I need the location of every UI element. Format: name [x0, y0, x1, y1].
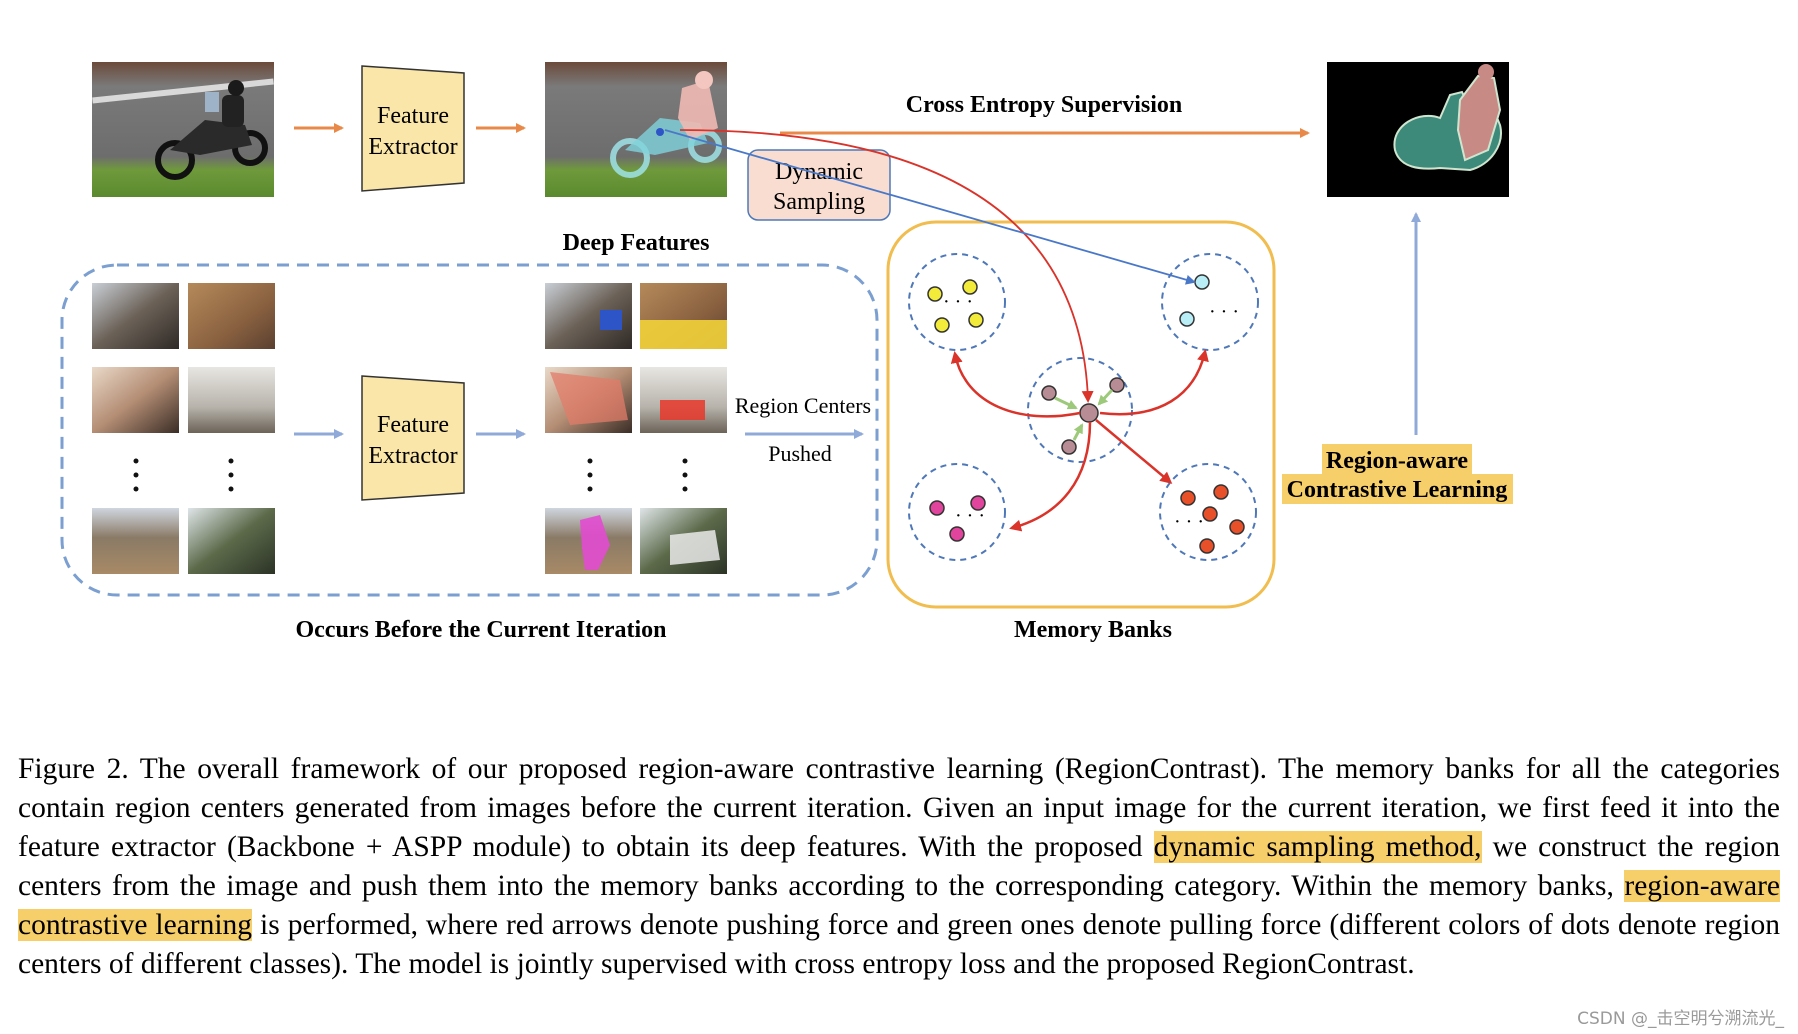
- watermark: CSDN @_击空明兮溯流光_: [1577, 1009, 1784, 1029]
- previous-iteration-region: [60, 263, 879, 597]
- cluster-magenta: [908, 463, 1006, 561]
- dynamic-label-line1: Dynamic: [775, 159, 863, 185]
- occurs-before-label: Occurs Before the Current Iteration: [295, 617, 666, 643]
- feature-extractor-top: Feature Extractor: [361, 65, 465, 192]
- cluster-red: [1159, 463, 1257, 561]
- caption-part-1: Figure 2. The overall framework of our p…: [18, 753, 1780, 863]
- memory-banks-label: Memory Banks: [1014, 617, 1172, 643]
- deep-features-label: Deep Features: [563, 230, 710, 256]
- framework-figure: Feature Extractor Deep Features Cross En…: [60, 62, 1513, 643]
- sampling-blue-arrow: [664, 129, 1196, 285]
- region-aware-line1: Region-aware: [1326, 448, 1469, 474]
- thumb-forest: [188, 508, 275, 574]
- caption-part-2: we construct the region centers from the…: [18, 831, 1780, 902]
- extractor2-label-line2: Extractor: [368, 443, 457, 469]
- input-image: [92, 62, 274, 197]
- caption-highlight-dynamic: dynamic sampling method,: [1153, 831, 1482, 863]
- region-centers-label: Region Centers: [735, 393, 871, 418]
- ellipsis-yellow: · · ·: [943, 291, 973, 313]
- extractor2-label-line1: Feature: [377, 412, 449, 438]
- feature-extractor-bottom: Feature Extractor: [361, 375, 465, 501]
- thumb-room: [92, 283, 179, 349]
- pushed-label: Pushed: [768, 441, 832, 466]
- segmented-images: [545, 283, 727, 574]
- region-aware-line2: Contrastive Learning: [1287, 477, 1508, 503]
- thumb-dining: [188, 367, 275, 433]
- cross-entropy-label: Cross Entropy Supervision: [906, 92, 1183, 118]
- dynamic-sampling-box: Dynamic Sampling: [747, 149, 891, 221]
- dynamic-label-line2: Sampling: [773, 189, 865, 215]
- cluster-yellow: [908, 253, 1006, 351]
- push-arrows: [950, 349, 1209, 532]
- thumb-cat2: [92, 367, 179, 433]
- extractor-label-line2: Extractor: [368, 134, 457, 160]
- sampling-red-arrow: [679, 129, 1094, 403]
- ellipsis-magenta: · · ·: [955, 505, 985, 527]
- ellipsis-cyan: · · ·: [1209, 301, 1239, 323]
- segmentation-output: [1327, 62, 1509, 197]
- thumb-horse: [92, 508, 179, 574]
- cluster-center: [1027, 357, 1133, 463]
- region-aware-label: Region-aware Contrastive Learning: [1282, 444, 1513, 504]
- memory-banks-box: [886, 220, 1276, 609]
- caption-part-3: is performed, where red arrows denote pu…: [18, 909, 1780, 980]
- cluster-cyan: [1161, 253, 1259, 351]
- figure-caption: Figure 2. The overall framework of our p…: [18, 750, 1780, 984]
- previous-images: [92, 283, 275, 574]
- thumb-cat: [188, 283, 275, 349]
- ellipsis-red: · · ·: [1174, 511, 1204, 533]
- extractor-label-line1: Feature: [377, 103, 449, 129]
